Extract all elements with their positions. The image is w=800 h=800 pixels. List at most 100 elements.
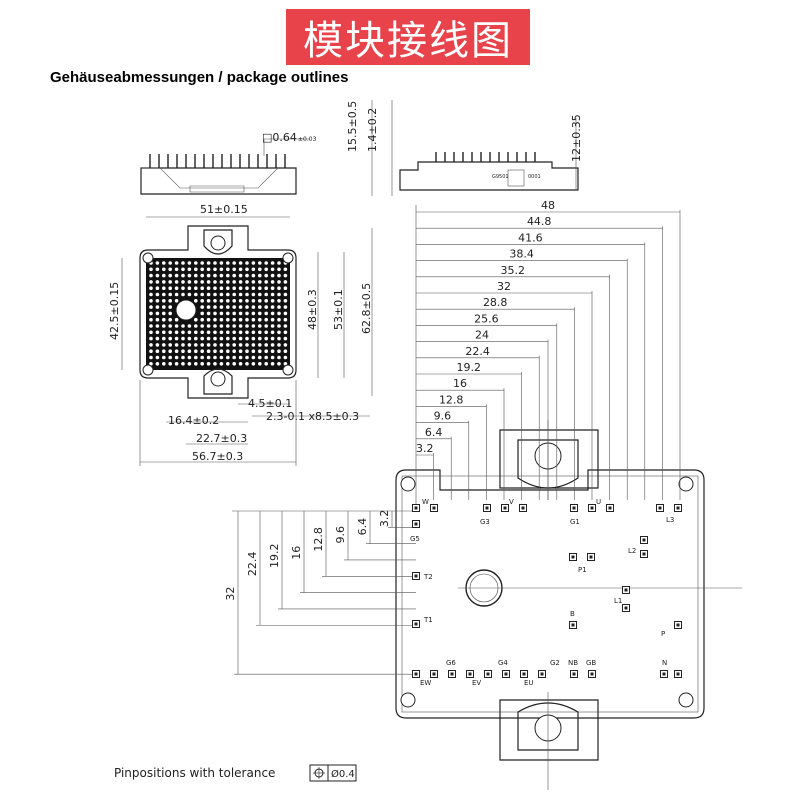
matrix-pin xyxy=(174,261,179,265)
matrix-pin xyxy=(258,324,262,328)
pin-center xyxy=(468,672,472,676)
pin-label-l3: L3 xyxy=(666,516,674,524)
matrix-pin xyxy=(226,267,230,272)
dim-48: 48±0.3 xyxy=(306,289,319,330)
matrix-pin xyxy=(277,286,281,291)
matrix-pin xyxy=(232,311,236,316)
matrix-pin xyxy=(168,286,172,291)
tolerance-text: Pinpositions with tolerance xyxy=(114,766,275,780)
matrix-pin xyxy=(219,261,224,265)
pin-center xyxy=(624,588,628,592)
matrix-pin xyxy=(206,355,211,360)
pin-center xyxy=(662,672,666,676)
matrix-pin xyxy=(251,273,256,278)
matrix-pin xyxy=(245,286,249,291)
pin-label-ew: EW xyxy=(420,679,431,687)
matrix-pin xyxy=(226,343,230,347)
matrix-pin xyxy=(174,349,179,354)
matrix-pin xyxy=(174,267,179,272)
matrix-pin xyxy=(270,267,275,272)
matrix-pin xyxy=(264,280,269,284)
matrix-pin xyxy=(219,299,224,303)
matrix-pin xyxy=(219,286,224,291)
pin-center xyxy=(414,622,418,626)
matrix-pin xyxy=(194,267,198,272)
matrix-pin xyxy=(238,273,243,278)
matrix-pin xyxy=(194,273,198,278)
matrix-pin xyxy=(200,299,204,303)
matrix-pin xyxy=(251,286,256,291)
pin-label-t2: T2 xyxy=(423,573,433,581)
package-outlines-heading: Gehäuseabmessungen / package outlines xyxy=(50,69,349,86)
matrix-pin xyxy=(168,292,172,297)
matrix-pin xyxy=(245,330,249,335)
matrix-pin xyxy=(238,311,243,316)
matrix-pin xyxy=(174,286,179,291)
matrix-pin xyxy=(277,280,281,284)
matrix-pin xyxy=(155,261,160,265)
matrix-pin xyxy=(219,273,224,278)
matrix-pin xyxy=(194,317,198,322)
matrix-pin xyxy=(264,324,269,328)
matrix-pin xyxy=(194,349,198,354)
matrix-pin xyxy=(245,336,249,341)
matrix-pin xyxy=(155,305,160,309)
pin-center xyxy=(504,672,508,676)
matrix-pin xyxy=(149,324,153,328)
pin-center xyxy=(571,623,575,627)
matrix-pin xyxy=(200,273,204,278)
matrix-pin xyxy=(194,343,198,347)
matrix-pin xyxy=(200,324,204,328)
hdim-label: 38.4 xyxy=(509,248,534,261)
matrix-pin xyxy=(232,349,236,354)
pin-center xyxy=(590,506,594,510)
matrix-pin xyxy=(168,273,172,278)
matrix-pin xyxy=(258,336,262,341)
matrix-pin xyxy=(226,305,230,309)
matrix-pin xyxy=(174,336,179,341)
matrix-pin xyxy=(226,317,230,322)
matrix-pin xyxy=(200,311,204,316)
matrix-pin xyxy=(155,343,160,347)
matrix-pin xyxy=(270,280,275,284)
pin-label-ev: EV xyxy=(472,679,481,687)
matrix-pin xyxy=(270,273,275,278)
matrix-pin xyxy=(238,324,243,328)
code-label: 0001 xyxy=(528,174,541,180)
vdim-label: 9.6 xyxy=(334,526,347,544)
side-view-right: G9501 0001 15.5±0.5 1.4±0.2 12±0.35 xyxy=(346,100,583,196)
matrix-pin xyxy=(162,317,166,322)
matrix-pin xyxy=(200,362,204,366)
pin-label-p: P xyxy=(661,630,665,638)
pin-center xyxy=(590,672,594,676)
matrix-pin xyxy=(251,355,256,360)
matrix-pin xyxy=(270,286,275,291)
matrix-pin xyxy=(213,336,217,341)
matrix-pin xyxy=(283,305,288,309)
pin-label-g6: G6 xyxy=(446,659,456,667)
matrix-pin xyxy=(155,280,160,284)
matrix-pin xyxy=(174,330,179,335)
pin-center xyxy=(414,522,418,526)
matrix-pin xyxy=(213,273,217,278)
matrix-pin xyxy=(238,299,243,303)
matrix-pin xyxy=(162,292,166,297)
hdim-label: 16 xyxy=(453,377,467,390)
matrix-pin xyxy=(277,343,281,347)
matrix-pin xyxy=(226,299,230,303)
matrix-pin xyxy=(238,343,243,347)
matrix-pin xyxy=(238,292,243,297)
matrix-pin xyxy=(245,362,249,366)
matrix-pin xyxy=(187,280,192,284)
matrix-pin xyxy=(155,311,160,316)
pin-label-l2: L2 xyxy=(628,547,636,555)
dim-12: 12±0.35 xyxy=(570,114,583,162)
hdim-label: 19.2 xyxy=(457,361,482,374)
matrix-pin xyxy=(213,349,217,354)
pin-center xyxy=(571,555,575,559)
pin-center xyxy=(676,672,680,676)
matrix-pin xyxy=(187,330,192,335)
matrix-pin xyxy=(194,286,198,291)
matrix-pin xyxy=(219,267,224,272)
matrix-pin xyxy=(226,336,230,341)
